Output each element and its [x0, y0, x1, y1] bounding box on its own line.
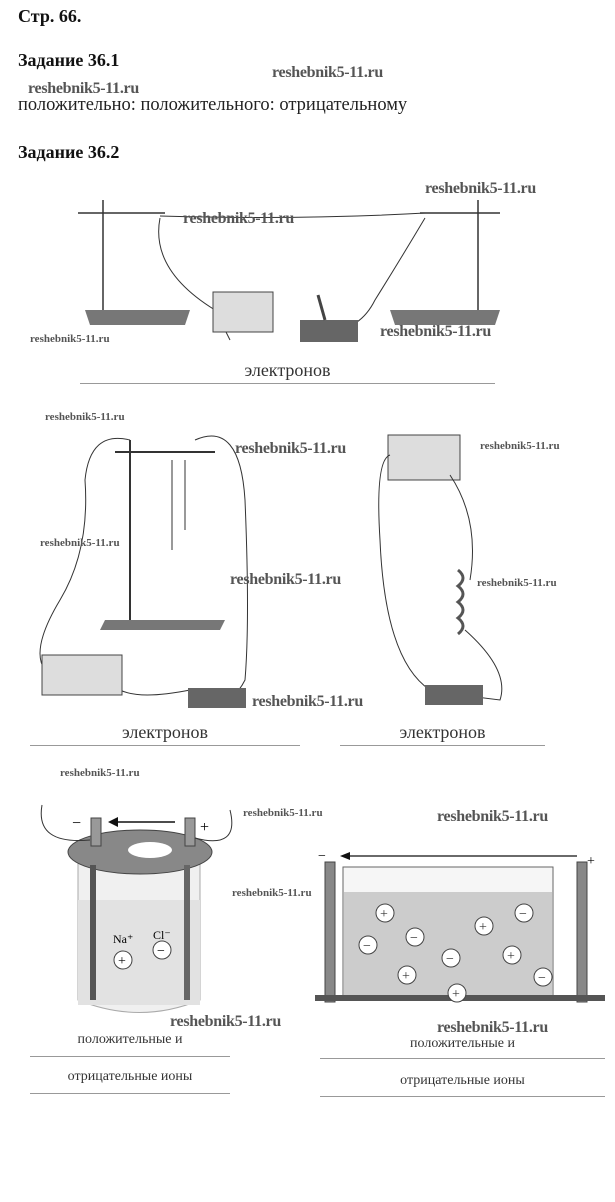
- plus-label: +: [200, 819, 209, 836]
- watermark: reshebnik5-11.ru: [425, 180, 536, 197]
- watermark: reshebnik5-11.ru: [243, 807, 323, 819]
- watermark: reshebnik5-11.ru: [437, 1019, 548, 1036]
- na-label: Na⁺: [113, 932, 133, 946]
- answer-ions-negative-2: отрицательные ионы: [400, 1073, 525, 1088]
- task-36-2-title: Задание 36.2: [18, 142, 120, 162]
- watermark: reshebnik5-11.ru: [235, 440, 346, 457]
- svg-text:−: −: [519, 907, 527, 922]
- cl-label: Cl⁻: [153, 928, 171, 942]
- svg-text:+: +: [452, 987, 460, 1002]
- svg-text:+: +: [380, 907, 388, 922]
- figure-circuit-1: [78, 200, 500, 342]
- watermark: reshebnik5-11.ru: [170, 1013, 281, 1030]
- svg-text:−: −: [157, 944, 165, 959]
- watermark: reshebnik5-11.ru: [45, 411, 125, 423]
- watermark: reshebnik5-11.ru: [380, 323, 491, 340]
- svg-text:−: −: [538, 971, 546, 986]
- watermark: reshebnik5-11.ru: [28, 80, 139, 97]
- figure-electrolysis-beaker: − + Na⁺ Cl⁻ + −: [40, 804, 233, 1013]
- svg-text:−: −: [363, 939, 371, 954]
- answer-ions-positive-1: положительные и: [77, 1032, 183, 1047]
- watermark: reshebnik5-11.ru: [230, 571, 341, 588]
- watermark: reshebnik5-11.ru: [437, 808, 548, 825]
- figure-electrolysis-bath: − + + − − + − + + + − −: [315, 849, 605, 1003]
- watermark: reshebnik5-11.ru: [60, 767, 140, 779]
- svg-text:−: −: [446, 952, 454, 967]
- minus-label: −: [72, 815, 81, 832]
- svg-text:+: +: [479, 920, 487, 935]
- watermark: reshebnik5-11.ru: [477, 577, 557, 589]
- svg-text:−: −: [410, 931, 418, 946]
- svg-text:+: +: [507, 949, 515, 964]
- answer-electrons-3: электронов: [399, 722, 486, 742]
- svg-text:+: +: [402, 969, 410, 984]
- figure-circuit-2: [39, 435, 248, 708]
- answer-ions-negative-1: отрицательные ионы: [67, 1069, 193, 1084]
- svg-text:−: −: [318, 849, 326, 864]
- watermark: reshebnik5-11.ru: [480, 440, 560, 452]
- watermark: reshebnik5-11.ru: [183, 210, 294, 227]
- answer-ions-positive-2: положительные и: [410, 1036, 515, 1051]
- watermark: reshebnik5-11.ru: [272, 64, 383, 81]
- watermark: reshebnik5-11.ru: [40, 537, 120, 549]
- figure-circuit-3: [378, 434, 503, 705]
- watermark: reshebnik5-11.ru: [30, 333, 110, 345]
- answer-electrons-2: электронов: [121, 722, 209, 742]
- task-36-1-title: Задание 36.1: [18, 50, 120, 70]
- svg-text:+: +: [118, 954, 126, 969]
- task-36-1-answer: положительно: положительного: отрицатель…: [18, 95, 408, 115]
- svg-text:+: +: [587, 854, 595, 869]
- watermark: reshebnik5-11.ru: [232, 887, 312, 899]
- page-label: Стр. 66.: [18, 6, 82, 26]
- answer-electrons-1: электронов: [244, 360, 331, 380]
- watermark: reshebnik5-11.ru: [252, 693, 363, 710]
